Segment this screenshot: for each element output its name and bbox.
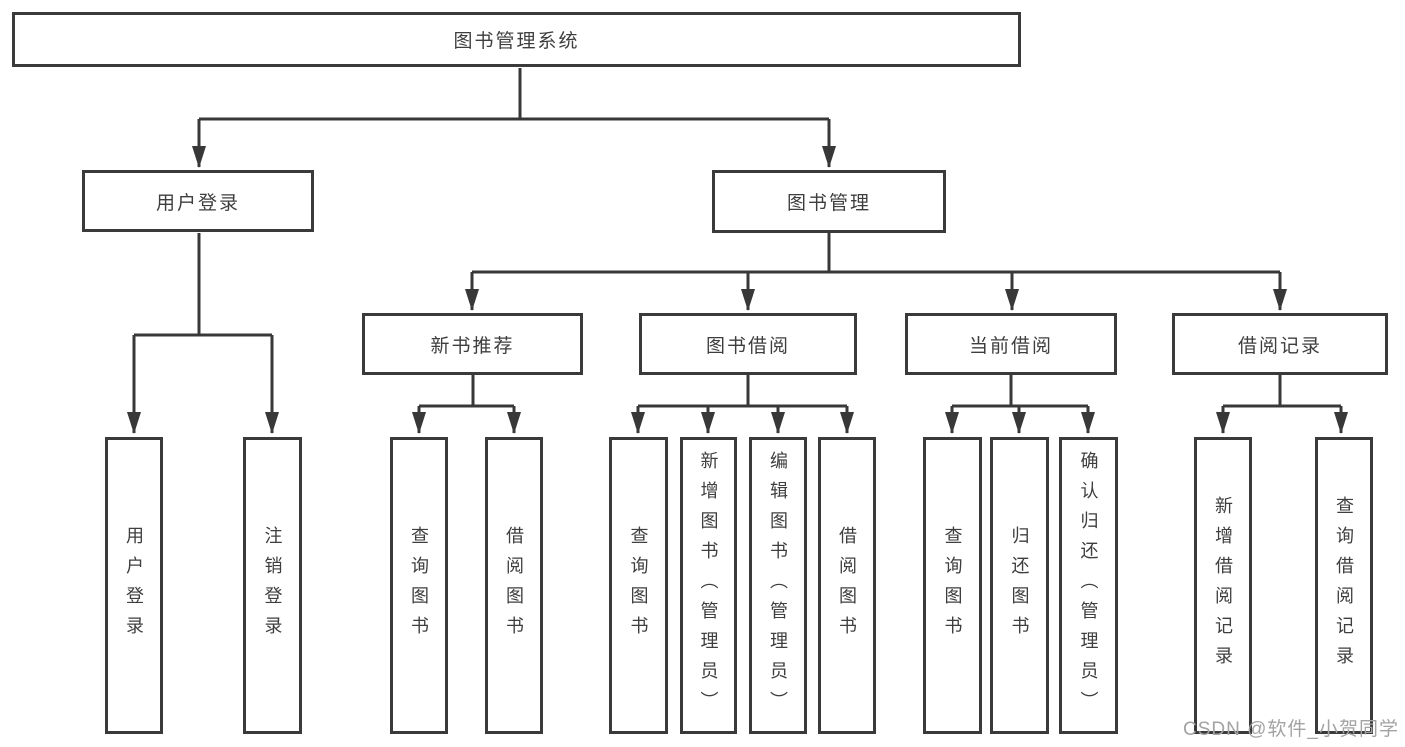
leaf-query-books-recommend: 查询图书 xyxy=(390,437,448,734)
node-user-login: 用户登录 xyxy=(82,170,314,232)
leaf-add-books-admin-label: 新增图书（管理员） xyxy=(698,450,719,721)
leaf-borrow-books: 借阅图书 xyxy=(818,437,876,734)
node-book-management: 图书管理 xyxy=(712,170,946,233)
leaf-add-books-admin: 新增图书（管理员） xyxy=(680,437,737,734)
leaf-query-books-current: 查询图书 xyxy=(923,437,982,734)
node-book-borrow: 图书借阅 xyxy=(639,313,857,375)
leaf-query-books-current-label: 查询图书 xyxy=(942,525,963,646)
node-root-label: 图书管理系统 xyxy=(453,31,580,52)
node-current-borrow-label: 当前借阅 xyxy=(968,335,1053,357)
node-root-library-system: 图书管理系统 xyxy=(12,12,1021,67)
node-borrow-records-label: 借阅记录 xyxy=(1237,335,1322,357)
leaf-query-books-borrow-label: 查询图书 xyxy=(628,525,649,646)
leaf-borrow-books-recommend-label: 借阅图书 xyxy=(504,525,524,646)
node-book-management-label: 图书管理 xyxy=(786,193,871,214)
node-book-borrow-label: 图书借阅 xyxy=(705,335,790,357)
leaf-borrow-books-label: 借阅图书 xyxy=(837,525,857,646)
leaf-confirm-return-admin-label: 确认归还（管理员） xyxy=(1078,450,1099,721)
node-new-book-recommend: 新书推荐 xyxy=(362,313,583,375)
node-new-book-recommend-label: 新书推荐 xyxy=(430,335,515,357)
leaf-edit-books-admin: 编辑图书（管理员） xyxy=(749,437,807,734)
leaf-query-books-recommend-label: 查询图书 xyxy=(409,525,429,646)
leaf-user-login-label: 用户登录 xyxy=(124,525,144,646)
node-current-borrow: 当前借阅 xyxy=(905,313,1117,375)
leaf-return-books-label: 归还图书 xyxy=(1009,525,1030,646)
leaf-confirm-return-admin: 确认归还（管理员） xyxy=(1059,437,1118,734)
leaf-borrow-books-recommend: 借阅图书 xyxy=(485,437,543,734)
leaf-return-books: 归还图书 xyxy=(990,437,1049,734)
leaf-edit-books-admin-label: 编辑图书（管理员） xyxy=(768,450,788,721)
leaf-query-borrow-record: 查询借阅记录 xyxy=(1315,437,1373,734)
leaf-logout-label: 注销登录 xyxy=(262,525,283,646)
leaf-query-books-borrow: 查询图书 xyxy=(609,437,668,734)
leaf-add-borrow-record: 新增借阅记录 xyxy=(1194,437,1252,734)
leaf-add-borrow-record-label: 新增借阅记录 xyxy=(1213,495,1233,676)
leaf-query-borrow-record-label: 查询借阅记录 xyxy=(1334,495,1354,676)
leaf-user-login: 用户登录 xyxy=(105,437,163,734)
node-borrow-records: 借阅记录 xyxy=(1172,313,1388,375)
leaf-logout: 注销登录 xyxy=(243,437,302,734)
csdn-watermark: CSDN @软件_小贺同学 xyxy=(1183,719,1399,740)
node-user-login-label: 用户登录 xyxy=(155,192,240,214)
